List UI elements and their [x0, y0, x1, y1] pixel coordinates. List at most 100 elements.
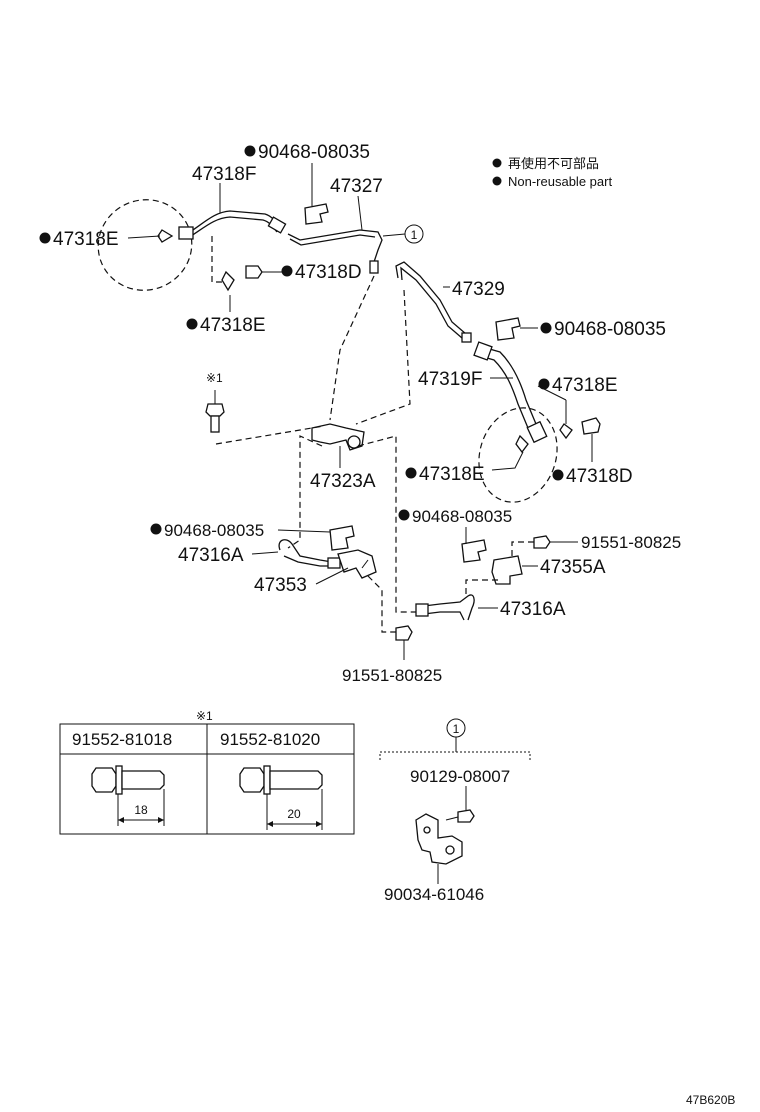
label-90034-61046: 90034-61046 [384, 885, 484, 904]
hose-fitting-shape [327, 557, 341, 569]
junction-dash-line [329, 275, 375, 421]
label-47318E-mid: 47318E [200, 315, 266, 336]
bolt-dash-line [215, 425, 325, 445]
bolt-head-shape [205, 403, 225, 417]
non-reusable-dot-icon [538, 378, 550, 390]
hose-fitting-shape [267, 216, 287, 234]
bracket-hole-shape [445, 845, 455, 855]
detail-1: 1 90129-08007 90034-61046 [379, 718, 531, 904]
label-47353: 47353 [254, 575, 307, 596]
tube-end-nut-shape [369, 260, 379, 274]
gasket-47318E-left-shape [157, 229, 174, 243]
bolt-table-mark: ※1 [196, 709, 213, 723]
label-90468-08035-top: 90468-08035 [258, 142, 370, 163]
label-47323A: 47323A [310, 471, 376, 492]
leader-line [127, 235, 161, 239]
non-reusable-dot-icon [150, 523, 162, 535]
leader-line [251, 551, 279, 555]
bracket-dash-line [465, 579, 498, 596]
brake-tube-47327-shape [287, 229, 383, 263]
circle-ref-1: 1 [404, 224, 424, 244]
non-reusable-dot-icon [39, 232, 51, 244]
hose-fitting-shape [473, 341, 493, 361]
clip-90468-top-shape [304, 203, 329, 225]
bolt-drawing-20: 20 [239, 765, 323, 830]
caliper-outline-ellipse [478, 407, 558, 503]
gasket-47318E-mid-shape [221, 270, 235, 292]
bracket-47353-shape [337, 549, 377, 579]
clip-90468-center-low-shape [461, 539, 487, 563]
arrowhead [267, 821, 273, 827]
tube-end-nut-shape [461, 332, 472, 343]
label-47318E-low: 47318E [419, 464, 485, 485]
flex-hose-47316A-right-shape [423, 594, 475, 621]
label-47329: 47329 [452, 279, 505, 300]
detail-ref-number: 1 [453, 722, 460, 736]
leader-line [315, 567, 349, 585]
label-90468-08035-center-low: 90468-08035 [412, 507, 512, 526]
bolt-shank-shape [121, 770, 165, 790]
union-bolt-47318D-shape [245, 265, 263, 279]
non-reusable-dot-icon [492, 158, 502, 168]
label-47318D-right: 47318D [566, 466, 633, 487]
non-reusable-dot-icon [405, 467, 417, 479]
label-47318E-right: 47318E [552, 375, 618, 396]
label-47318E-left: 47318E [53, 229, 119, 250]
non-reusable-dot-icon [552, 469, 564, 481]
flex-hose-47319F-outline [479, 355, 529, 429]
non-reusable-dot-icon [281, 265, 293, 277]
bolt-head-shape [239, 767, 265, 793]
dimension-value-20: 20 [287, 807, 301, 821]
gasket-47318E-low-shape [515, 434, 529, 454]
hose-fitting-shape [415, 603, 429, 617]
arrowhead [158, 817, 164, 823]
brake-tube-47329-shape [395, 261, 467, 335]
bolt-91551-right-shape [533, 535, 551, 549]
bracket-detail [361, 559, 369, 569]
flex-hose-47316A-left-outline [283, 555, 332, 567]
upper-right-assembly [395, 261, 601, 503]
bracket-47355A-shape [491, 555, 523, 585]
label-91551-80825-bottom: 91551-80825 [342, 666, 442, 685]
bolt-table-part-1: 91552-81018 [72, 730, 172, 749]
hose-end-fitting-shape [178, 226, 194, 240]
label-90468-08035-right: 90468-08035 [554, 319, 666, 340]
legend: 再使用不可部品 Non-reusable part [492, 156, 612, 189]
label-47319F: 47319F [418, 369, 482, 390]
bracket-90034-shape [415, 813, 463, 865]
label-90468-08035-left-low: 90468-08035 [164, 521, 264, 540]
center-junction [215, 275, 420, 613]
assembly-dash-line [211, 236, 228, 283]
bolt-axis [445, 816, 459, 821]
bolt-head-shape [91, 767, 117, 793]
part-labels: 90468-08035 47318F 47327 47318E 47318D 4… [39, 142, 681, 685]
bolt-flange-shape [115, 765, 123, 795]
legend-japanese: 再使用不可部品 [508, 156, 599, 171]
non-reusable-dot-icon [244, 145, 256, 157]
detail-bracket [379, 751, 531, 760]
bolt-dash-line [511, 541, 534, 560]
arrowhead [118, 817, 124, 823]
label-47318D-top: 47318D [295, 262, 362, 283]
flex-hose-47319F-shape [485, 347, 537, 425]
arrowhead [316, 821, 322, 827]
label-47316A-right: 47316A [500, 599, 566, 620]
junction-dash-line [357, 435, 420, 613]
non-reusable-dot-icon [186, 318, 198, 330]
bolt-table-part-2: 91552-81020 [220, 730, 320, 749]
lower-left-assembly [251, 525, 396, 633]
bolt-shank-shape [210, 415, 220, 433]
brake-tube-47327-outline [289, 234, 376, 246]
bolt-drawing-18: 18 [91, 765, 165, 826]
circle-ref-ring [404, 224, 424, 244]
clip-90468-right-shape [495, 317, 521, 341]
bolt-mark1: ※1 [205, 371, 225, 433]
lower-right-assembly [395, 527, 578, 660]
bolt-dash-line [367, 575, 396, 633]
non-reusable-dot-icon [398, 509, 410, 521]
non-reusable-dot-icon [492, 176, 502, 186]
non-reusable-dot-icon [540, 322, 552, 334]
junction-dash-line [287, 435, 323, 549]
flex-hose-47318F-outline [187, 216, 278, 239]
